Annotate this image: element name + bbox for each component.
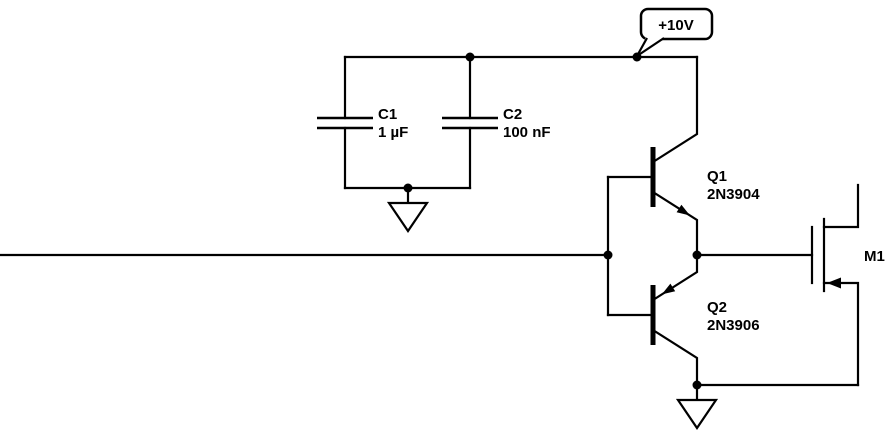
wires <box>0 55 860 402</box>
wire-m1-drain <box>822 183 860 229</box>
wire-q2-collector <box>651 328 699 387</box>
ground-symbol-bottom <box>675 398 719 430</box>
supply-flag-tail-right <box>636 37 665 57</box>
c2-ref-label: C2 <box>503 106 522 123</box>
q1-part-label: 2N3904 <box>707 186 760 203</box>
supply-label: +10V <box>658 17 693 34</box>
junction-dot <box>603 250 613 260</box>
q2-ref-label: Q2 <box>707 299 727 316</box>
junction-dot <box>692 380 702 390</box>
supply-flag-box <box>639 7 714 41</box>
junction-dot <box>465 52 475 62</box>
ground-symbol-caps <box>386 201 430 233</box>
m1-source-arrow <box>827 277 841 289</box>
q2-emitter-arrow <box>661 283 676 295</box>
mosfet-m1: M1 <box>810 217 885 293</box>
transistor-q1-npn: Q1 2N3904 <box>650 147 760 216</box>
q1-emitter-arrow <box>676 204 690 216</box>
c2-value-label: 100 nF <box>503 124 551 141</box>
m1-ref-label: M1 <box>864 248 885 265</box>
q2-part-label: 2N3906 <box>707 317 760 334</box>
supply-flag-tail-left <box>636 37 648 57</box>
q1-ref-label: Q1 <box>707 168 727 185</box>
c1-ref-label: C1 <box>378 106 397 123</box>
transistor-q2-pnp: Q2 2N3906 <box>650 283 760 345</box>
capacitor-c2: C2 100 nF <box>442 106 551 141</box>
capacitor-c1: C1 1 µF <box>317 106 408 141</box>
junction-dot <box>692 250 702 260</box>
wire-q2-emitter <box>651 253 699 302</box>
c1-value-label: 1 µF <box>378 124 408 141</box>
wire-q1-emitter <box>651 190 699 257</box>
supply-flag: +10V <box>636 7 714 57</box>
wire-q1-collector <box>651 55 699 164</box>
wire-m1-source <box>822 281 860 387</box>
junction-dot <box>403 183 413 193</box>
